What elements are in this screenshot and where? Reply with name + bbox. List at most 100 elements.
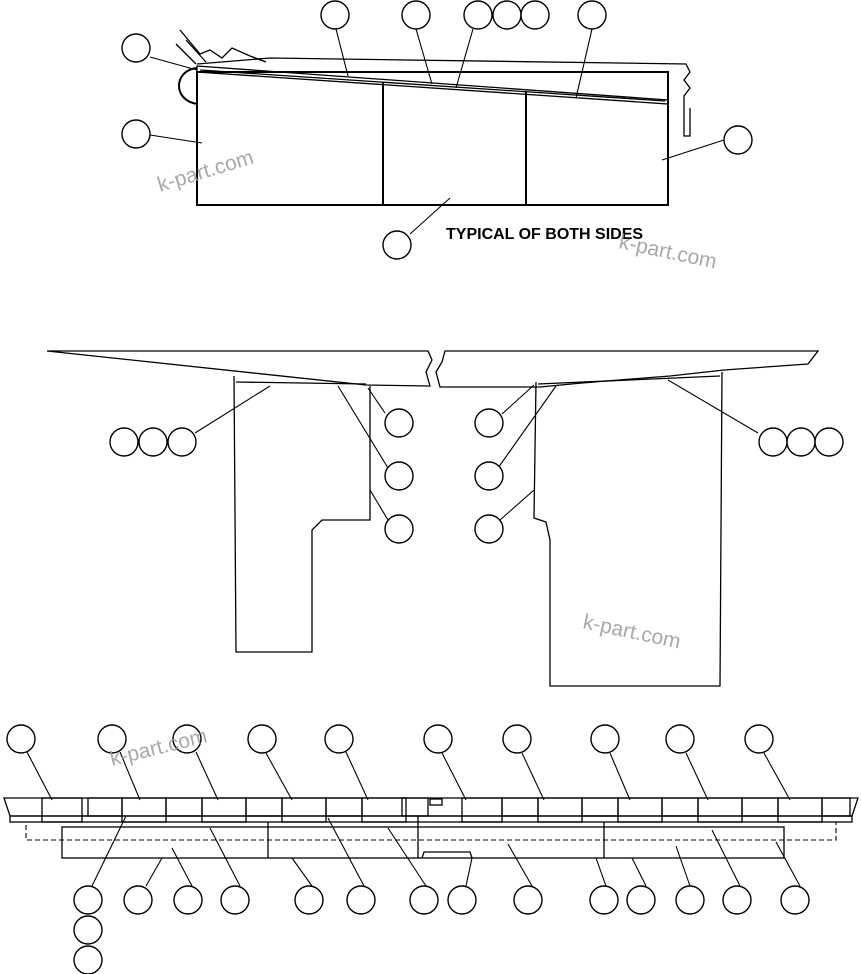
leader-line — [26, 751, 53, 801]
callout-bubble — [474, 461, 504, 491]
leader-line — [595, 857, 607, 887]
lower-channel — [61, 826, 785, 859]
callout-bubble — [409, 885, 439, 915]
callout-bubble — [786, 427, 816, 457]
rail-tab — [777, 797, 823, 823]
callout-bubble — [109, 427, 139, 457]
right-top-plate — [435, 350, 820, 388]
rail-tab — [41, 797, 83, 823]
callout-bubble — [513, 885, 543, 915]
callout-bubble — [346, 885, 376, 915]
leader-line — [441, 752, 467, 801]
rail-tabs — [41, 797, 851, 823]
callout-bubble — [492, 0, 522, 30]
rail-tab — [461, 797, 503, 823]
callout-bubble — [324, 724, 354, 754]
callout-bubble — [474, 514, 504, 544]
rail-slot — [501, 797, 539, 817]
bottom-leaders — [26, 751, 801, 887]
callout-bubble — [172, 724, 202, 754]
left-strip — [235, 381, 367, 385]
leader-line — [685, 752, 709, 801]
callout-bubble — [401, 0, 431, 30]
rail-tab — [537, 797, 583, 823]
rail-tab — [121, 797, 167, 823]
rail-slot — [245, 797, 283, 817]
right-strip — [537, 375, 721, 385]
callout-bubble — [665, 724, 695, 754]
watermark: k-part.com — [581, 610, 683, 653]
callout-bubble — [220, 885, 250, 915]
callout-bubble — [73, 885, 103, 915]
rail-slot — [821, 797, 851, 817]
callout-bubble — [6, 724, 36, 754]
callout-bubble — [463, 0, 493, 30]
callout-bubble — [447, 885, 477, 915]
callout-bubble — [294, 885, 324, 915]
end-bracket — [683, 104, 691, 137]
rail-slot — [741, 797, 779, 817]
leader-line — [711, 829, 741, 887]
callout-bubble — [121, 119, 151, 149]
rail-tab — [361, 797, 407, 823]
callout-bubble — [626, 885, 656, 915]
rail-slot — [401, 797, 429, 817]
callout-bubble — [590, 724, 620, 754]
leader-line — [209, 827, 241, 887]
right-side-panel — [533, 371, 723, 687]
callout-bubble — [675, 885, 705, 915]
leader-line — [775, 841, 801, 887]
leader-line — [609, 752, 631, 801]
edge-curl — [178, 67, 198, 105]
rail-lip — [9, 815, 853, 823]
callout-bubble — [744, 724, 774, 754]
break-line-3 — [185, 39, 207, 63]
leader-line — [465, 857, 473, 887]
hidden-outline — [25, 821, 837, 841]
callout-bubble — [384, 408, 414, 438]
top-view-assembly — [175, 29, 691, 206]
middle-leaders — [194, 379, 759, 521]
leader-line — [763, 752, 791, 801]
leader-line — [91, 815, 127, 887]
callout-bubble — [167, 427, 197, 457]
callout-bubble — [423, 724, 453, 754]
break-line-2 — [175, 43, 197, 65]
center-notch — [421, 851, 473, 859]
callout-bubble — [577, 0, 607, 30]
callout-bubble — [73, 915, 103, 945]
leader-line — [327, 817, 365, 887]
watermark: k-part.com — [617, 230, 719, 273]
rail-tab — [201, 797, 247, 823]
watermark: k-part.com — [155, 146, 257, 197]
rail-top — [3, 797, 859, 817]
callout-bubble — [173, 885, 203, 915]
leader-line — [387, 827, 427, 887]
leader-line — [291, 857, 313, 887]
callout-bubble — [474, 408, 504, 438]
rail-tab — [281, 797, 327, 823]
caption-typical-both-sides: TYPICAL OF BOTH SIDES — [446, 226, 643, 243]
callout-bubble — [722, 885, 752, 915]
leader-line — [195, 751, 219, 801]
callout-bubble — [247, 724, 277, 754]
rail-slot — [581, 797, 619, 817]
leader-line — [171, 847, 193, 887]
leader-line — [521, 752, 545, 801]
callout-bubble — [138, 427, 168, 457]
callout-bubble — [73, 945, 103, 974]
callout-bubble — [758, 427, 788, 457]
callout-bubble — [384, 461, 414, 491]
rail-slot — [87, 797, 123, 817]
rail-slot — [165, 797, 203, 817]
top-sheet — [196, 57, 691, 104]
left-top-plate — [46, 350, 433, 387]
leader-line — [119, 751, 141, 801]
callout-bubble — [589, 885, 619, 915]
callout-bubbles — [6, 0, 844, 974]
leader-line — [631, 857, 647, 887]
callout-bubble — [384, 514, 414, 544]
leader-line — [265, 752, 293, 801]
callout-bubble — [97, 724, 127, 754]
